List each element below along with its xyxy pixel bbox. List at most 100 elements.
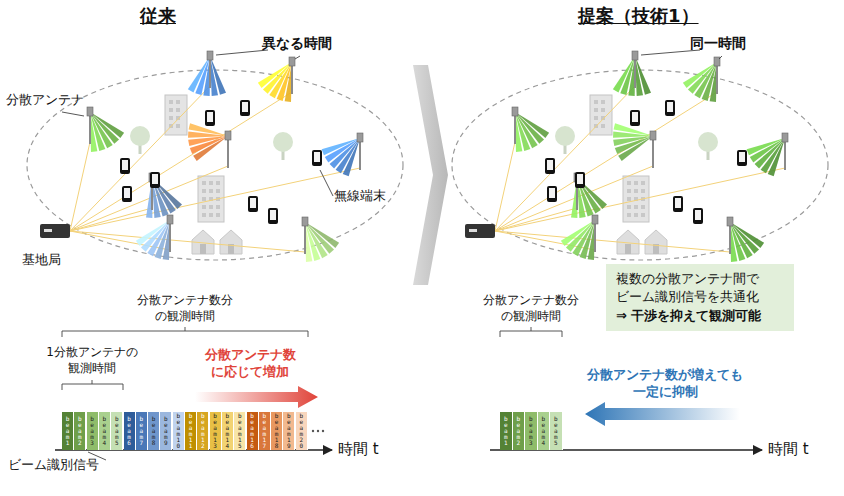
antenna-beam [136, 220, 170, 246]
antenna-pole [304, 222, 306, 254]
beam-id: beam2 [515, 416, 521, 446]
continuation-dot [312, 430, 314, 432]
panel-heading: 従来 [140, 4, 176, 27]
building-window [634, 205, 638, 209]
building-window [627, 181, 631, 185]
antenna-head [289, 57, 295, 66]
beam-signal-slot: beam2 [513, 412, 526, 450]
beam-id: beam20 [298, 413, 304, 449]
timing-note: 異なる時間 [262, 34, 332, 52]
fronthaul-line [70, 166, 228, 231]
terminal-screen [250, 198, 256, 208]
wireless-terminal [205, 110, 215, 126]
antenna-pole [89, 112, 91, 144]
building-window [601, 124, 605, 128]
antenna-pole [291, 62, 293, 94]
beam-id: beam11 [188, 413, 194, 449]
antenna-beam [730, 222, 737, 262]
building-window [594, 116, 598, 120]
antenna-beam [683, 62, 717, 88]
antenna-head [87, 107, 93, 116]
building-window [627, 197, 631, 201]
building-window [169, 116, 173, 120]
antenna-head [357, 133, 363, 142]
building-window [627, 189, 631, 193]
beam-signal-slot: beam4 [538, 412, 551, 450]
wireless-terminal [673, 196, 683, 212]
antenna-head [782, 133, 788, 142]
terminal-screen [122, 160, 128, 170]
part-label: 基地局 [22, 252, 61, 269]
building-window [634, 181, 638, 185]
axis-label: 時間 t [768, 440, 809, 460]
trend-note: 分散アンテナ数が増えても 一定に抑制 [579, 367, 751, 401]
building-window [209, 213, 213, 217]
callout-result: ⇒ 干渉を抑えて観測可能 [616, 307, 784, 325]
bracket-label: 1分散アンテナの 観測時間 [37, 345, 147, 376]
beam-id: beam15 [237, 413, 243, 449]
fronthaul-line [495, 166, 653, 231]
trend-note: 分散アンテナ数 に応じて増加 [194, 347, 306, 381]
terminal-screen [739, 152, 745, 162]
antenna-beam [269, 62, 292, 98]
wireless-terminal [240, 100, 250, 116]
beam-signal-slot: beam17 [259, 412, 271, 450]
building-window [202, 197, 206, 201]
wireless-terminal [547, 186, 557, 202]
wireless-terminal [312, 150, 322, 166]
building-window [202, 181, 206, 185]
base-station [40, 224, 70, 238]
terminal-screen [152, 174, 158, 184]
wireless-terminal [248, 196, 258, 212]
wireless-terminal [545, 158, 555, 174]
beam-signal-slot: beam8 [148, 412, 160, 450]
beam-signal-slot: beam18 [271, 412, 283, 450]
part-label: 分散アンテナ [6, 92, 84, 109]
fronthaul-line [70, 86, 210, 231]
antenna-head [632, 51, 638, 60]
antenna-head [225, 131, 231, 140]
antenna-pole [169, 220, 171, 252]
beam-signal-slot: beam12 [197, 412, 209, 450]
antenna-pole [716, 62, 718, 94]
fronthaul-line [70, 142, 90, 231]
house [220, 230, 242, 254]
beam-signal-slot: beam10 [173, 412, 185, 450]
terminal-screen [242, 102, 248, 112]
beam-id: beam13 [212, 413, 218, 449]
leader-line [320, 170, 333, 196]
beam-signal-slot: beam6 [124, 412, 136, 450]
fronthaul-line [70, 92, 292, 231]
terminal-screen [124, 188, 130, 198]
beam-id: beam1 [503, 416, 509, 446]
building-window [641, 213, 645, 217]
bracket-label: 分散アンテナ数分 の観測時間 [124, 293, 246, 324]
antenna-pole [209, 56, 211, 88]
beam-signal-slot: beam7 [136, 412, 148, 450]
fronthaul-line [70, 231, 305, 252]
antenna-head [512, 107, 518, 116]
antenna-head [650, 131, 656, 140]
fronthaul-line [495, 142, 515, 231]
antenna-beam [613, 56, 635, 92]
house-door [200, 244, 206, 254]
beam-id: beam6 [126, 416, 132, 446]
beam-id: beam4 [101, 416, 107, 446]
building-window [209, 189, 213, 193]
beam-signal-slot: beam3 [525, 412, 538, 450]
beam-id: beam7 [138, 416, 144, 446]
beam-signal-slot: beam14 [222, 412, 234, 450]
antenna-pole [514, 112, 516, 144]
wireless-terminal [665, 100, 675, 116]
antenna-beam [635, 56, 643, 96]
terminal-screen [577, 174, 583, 184]
beam-signal-slot: beam20 [296, 412, 308, 450]
callout-text: 複数の分散アンテナ間で ビーム識別信号を共通化 [616, 270, 784, 305]
beam-signal-slot: beam3 [87, 412, 99, 450]
wireless-terminal [268, 208, 278, 224]
wireless-terminal [120, 158, 130, 174]
terminal-screen [667, 102, 673, 112]
building-window [601, 108, 605, 112]
wireless-terminal [122, 186, 132, 202]
beam-id: beam16 [249, 413, 255, 449]
